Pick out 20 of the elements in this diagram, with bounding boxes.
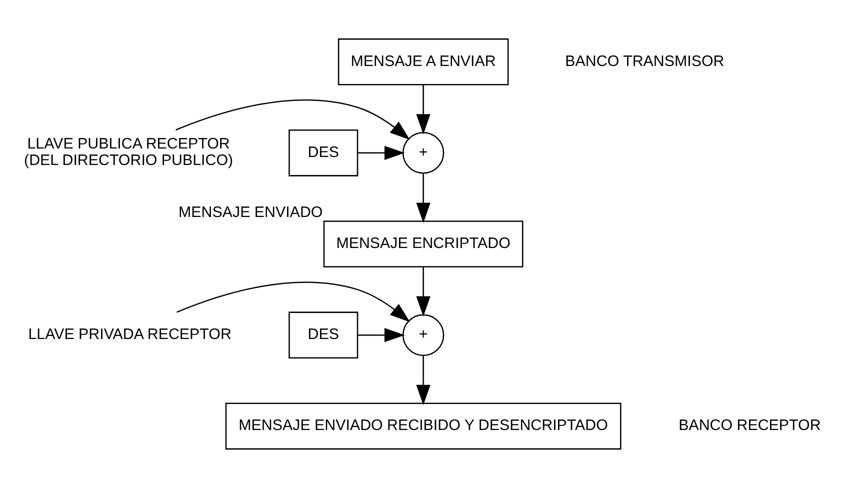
node-circle: + <box>402 314 444 356</box>
node-text: LLAVE PUBLICA RECEPTOR (DEL DIRECTORIO PUBLICO) <box>24 135 234 169</box>
arrow <box>176 98 410 140</box>
node-circle: + <box>402 132 444 174</box>
arrow <box>358 328 405 342</box>
node-box: MENSAJE ENVIADO RECIBIDO Y DESENCRIPTADO <box>225 402 622 450</box>
node-text: LLAVE PRIVADA RECEPTOR <box>28 326 232 343</box>
node-box: DES <box>288 311 358 358</box>
arrow <box>416 84 430 134</box>
arrow <box>416 266 430 316</box>
arrow <box>176 281 410 322</box>
node-box: MENSAJE A ENVIAR <box>338 38 509 85</box>
arrow <box>416 172 430 222</box>
node-box: MENSAJE ENCRIPTADO <box>323 220 524 267</box>
label: BANCO TRANSMISOR <box>565 52 724 70</box>
arrow <box>358 145 405 160</box>
node-label: MENSAJE ENVIADO <box>178 203 323 220</box>
arrow <box>416 355 430 405</box>
node-box: DES <box>288 129 358 176</box>
label: BANCO RECEPTOR <box>678 416 821 434</box>
